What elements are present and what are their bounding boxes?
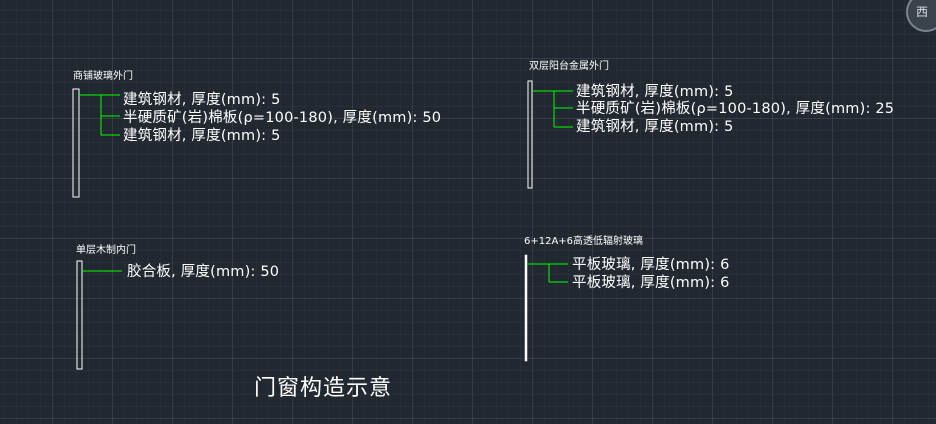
section-title: 6+12A+6高透低辐射玻璃 xyxy=(524,236,644,247)
layer-label: 建筑钢材, 厚度(mm): 5 xyxy=(576,84,734,100)
section-title: 商铺玻璃外门 xyxy=(73,71,133,82)
viewcube-west-label: 西 xyxy=(916,5,929,19)
layer-label: 建筑钢材, 厚度(mm): 5 xyxy=(576,119,734,135)
section-title: 双层阳台金属外门 xyxy=(529,61,609,72)
layer-label: 建筑钢材, 厚度(mm): 5 xyxy=(123,92,281,108)
layer-label: 半硬质矿(岩)棉板(ρ=100-180), 厚度(mm): 50 xyxy=(123,110,442,126)
door-section-wood-interior[interactable] xyxy=(76,260,122,370)
window-section-low-e-glass[interactable] xyxy=(524,254,568,362)
layer-label: 平板玻璃, 厚度(mm): 6 xyxy=(572,257,730,273)
section-outline xyxy=(76,260,83,370)
section-outline xyxy=(72,88,80,198)
door-section-shop-glass[interactable] xyxy=(72,88,120,198)
layer-label: 半硬质矿(岩)棉板(ρ=100-180), 厚度(mm): 25 xyxy=(576,101,895,117)
door-section-balcony-metal[interactable] xyxy=(527,80,573,189)
drawing-caption: 门窗构造示意 xyxy=(254,376,393,401)
layer-label: 胶合板, 厚度(mm): 50 xyxy=(127,264,280,280)
section-outline xyxy=(524,254,528,362)
section-title: 单层木制内门 xyxy=(76,245,136,256)
layer-label: 平板玻璃, 厚度(mm): 6 xyxy=(572,275,730,291)
section-outline xyxy=(527,80,533,189)
layer-label: 建筑钢材, 厚度(mm): 5 xyxy=(123,128,281,144)
